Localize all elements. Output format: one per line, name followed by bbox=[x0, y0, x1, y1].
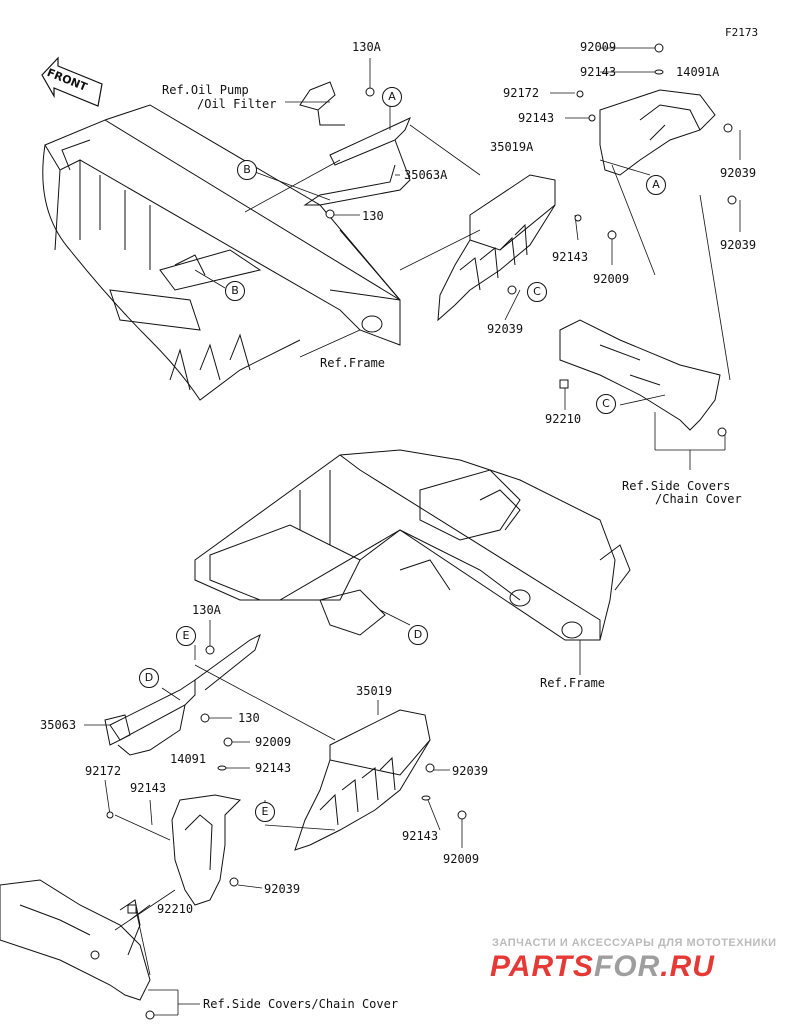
label-92039-c: 92039 bbox=[487, 322, 524, 336]
bottom-swingarm-cover bbox=[0, 879, 151, 1001]
callout-A-top-1: A bbox=[382, 87, 402, 107]
label-130-top: 130 bbox=[362, 209, 384, 223]
front-arrow-icon bbox=[41, 56, 103, 107]
label-ref-oil-pump: Ref.Oil Pump bbox=[162, 83, 249, 97]
top-guard-14091A bbox=[599, 89, 716, 176]
watermark-logo: PARTSFOR.RU bbox=[490, 950, 715, 984]
label-130A-bottom: 130A bbox=[192, 603, 221, 617]
label-35063: 35063 bbox=[40, 718, 77, 732]
label-35063A: 35063A bbox=[404, 168, 448, 182]
callout-C-top-1: C bbox=[527, 282, 547, 302]
label-130-bottom: 130 bbox=[238, 711, 260, 725]
label-35019A: 35019A bbox=[490, 140, 534, 154]
label-92172-bottom: 92172 bbox=[85, 764, 122, 778]
label-92009-top: 92009 bbox=[580, 40, 617, 54]
label-92143-c: 92143 bbox=[552, 250, 589, 264]
label-92210-bottom: 92210 bbox=[157, 902, 194, 916]
bottom-fasteners bbox=[106, 645, 467, 1020]
label-92009-bottom-a: 92009 bbox=[255, 735, 292, 749]
label-14091: 14091 bbox=[170, 752, 207, 766]
top-bracket-35063A bbox=[299, 81, 411, 206]
label-chain-cover: /Chain Cover bbox=[655, 492, 742, 506]
label-92143-bottom-a: 92143 bbox=[255, 761, 292, 775]
label-92039-bottom-b: 92039 bbox=[264, 882, 301, 896]
label-130A-top: 130A bbox=[352, 40, 381, 54]
bottom-cover-35019 bbox=[294, 709, 431, 851]
label-ref-side-covers-chain-cover: Ref.Side Covers/Chain Cover bbox=[203, 997, 399, 1011]
label-92172-top: 92172 bbox=[503, 86, 540, 100]
callout-D-bottom-2: D bbox=[408, 625, 428, 645]
label-ref-side-covers: Ref.Side Covers bbox=[622, 479, 731, 493]
bottom-leader-lines bbox=[84, 609, 581, 1016]
label-92039-b: 92039 bbox=[720, 238, 757, 252]
label-92143-a: 92143 bbox=[580, 65, 617, 79]
label-ref-frame-top: Ref.Frame bbox=[320, 356, 386, 370]
callout-A-top-2: A bbox=[646, 175, 666, 195]
callout-E-bottom-1: E bbox=[176, 626, 196, 646]
callout-B-top-1: B bbox=[237, 160, 257, 180]
label-92210-top: 92210 bbox=[545, 412, 582, 426]
label-92009-mid: 92009 bbox=[593, 272, 630, 286]
label-92039-bottom-a: 92039 bbox=[452, 764, 489, 778]
figure-code: F2173 bbox=[725, 26, 759, 39]
top-cover-35019A bbox=[437, 174, 556, 322]
callout-C-top-2: C bbox=[596, 394, 616, 414]
label-35019: 35019 bbox=[356, 684, 393, 698]
label-92039-a: 92039 bbox=[720, 166, 757, 180]
top-frame-drawing bbox=[42, 104, 401, 401]
callout-B-top-2: B bbox=[225, 281, 245, 301]
label-92143-bottom-b: 92143 bbox=[130, 781, 167, 795]
bottom-bracket-35063 bbox=[104, 634, 261, 756]
watermark-logo-text: PARTSFOR.RU bbox=[490, 950, 715, 983]
bottom-frame-drawing bbox=[194, 449, 631, 641]
top-fasteners bbox=[325, 43, 737, 437]
label-92143-bottom-c: 92143 bbox=[402, 829, 439, 843]
watermark-tagline: ЗАПЧАСТИ И АКСЕССУАРЫ ДЛЯ МОТОТЕХНИКИ bbox=[492, 937, 777, 949]
bottom-guard-14091 bbox=[171, 794, 242, 906]
callout-D-bottom-1: D bbox=[139, 668, 159, 688]
label-14091A: 14091A bbox=[676, 65, 720, 79]
label-ref-oil-filter: /Oil Filter bbox=[197, 97, 277, 111]
label-ref-frame-bottom: Ref.Frame bbox=[540, 676, 606, 690]
top-chain-cover bbox=[559, 319, 721, 431]
label-92143-b: 92143 bbox=[518, 111, 555, 125]
label-92009-bottom-b: 92009 bbox=[443, 852, 480, 866]
callout-E-bottom-2: E bbox=[255, 802, 275, 822]
